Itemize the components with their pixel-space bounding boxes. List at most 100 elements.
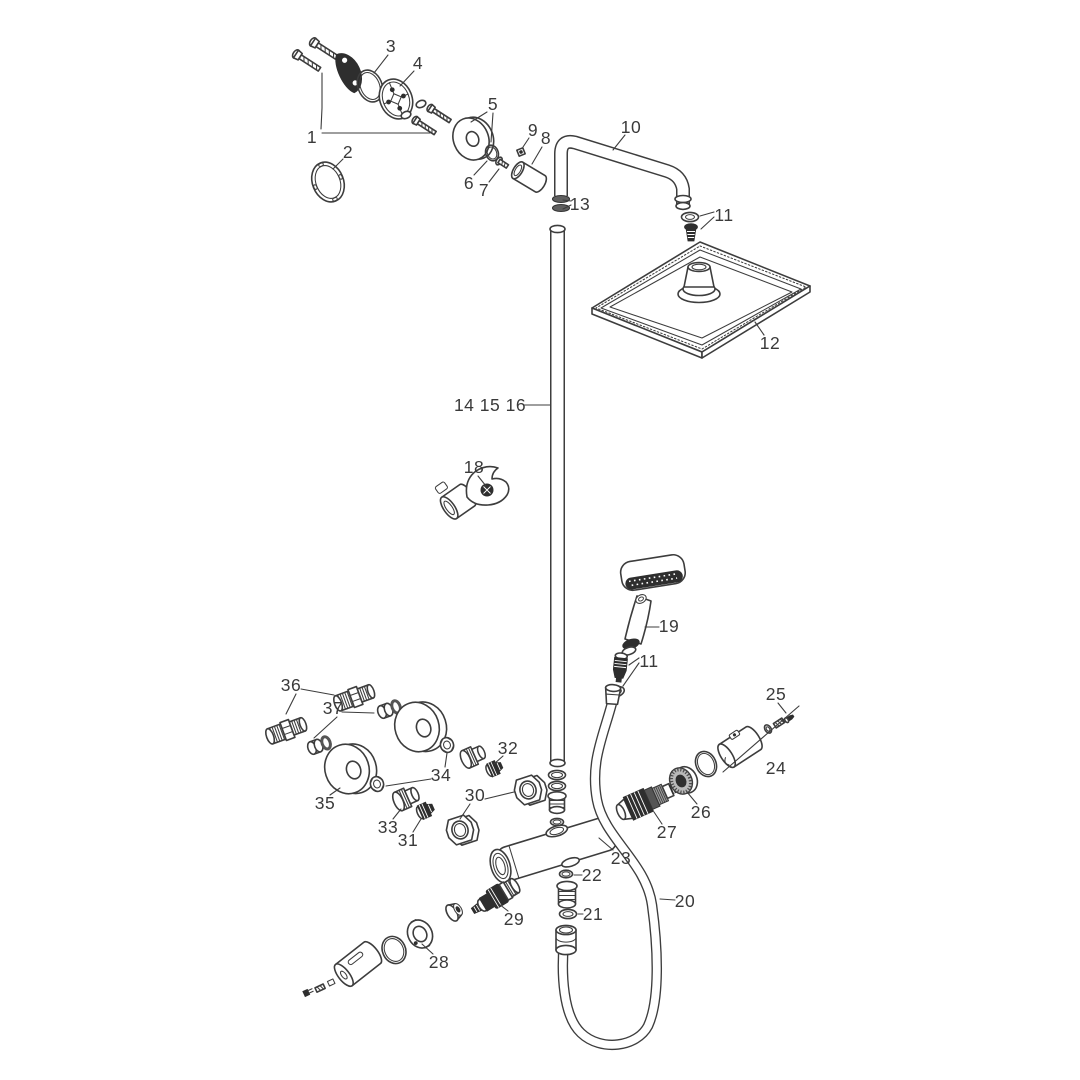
- leader-line: [490, 112, 494, 143]
- part-number: 13: [570, 194, 590, 214]
- pipe-seal-rings-13: [547, 769, 567, 792]
- shower-hose-20: [557, 701, 662, 1051]
- part-label-18: 18: [464, 457, 487, 487]
- leader-line: [722, 705, 800, 773]
- leader-line: [473, 160, 488, 176]
- riser-pipe: [549, 224, 566, 768]
- mounting-screws: [291, 37, 339, 72]
- part-label-9: 9: [522, 120, 538, 148]
- shower-arm-10: [554, 134, 692, 211]
- leader-line: [444, 752, 448, 768]
- control-cartridge-29: [470, 877, 521, 914]
- part-number: 2: [343, 142, 353, 162]
- part-label-10: 10: [612, 117, 641, 151]
- part-label-3: 3: [373, 36, 396, 74]
- adapter-28: [406, 918, 434, 949]
- escutcheon-5: [452, 116, 495, 161]
- arm-washer-11: [680, 211, 700, 223]
- leader-line: [459, 803, 471, 820]
- leader-line: [777, 702, 787, 714]
- leader-line: [285, 693, 297, 715]
- leader-line: [373, 54, 389, 74]
- part-number: 35: [315, 793, 335, 813]
- part-number: 29: [504, 909, 524, 929]
- leader-line: [531, 146, 543, 165]
- part-label-32: 32: [493, 738, 518, 765]
- leader-line: [498, 903, 509, 912]
- hose-end-fitting: [555, 924, 577, 956]
- leader-line: [385, 778, 432, 787]
- hose-union-connector: [556, 880, 578, 909]
- part-number: 22: [582, 865, 602, 885]
- part-number: 28: [429, 952, 449, 972]
- part-number: 7: [479, 180, 489, 200]
- leader-line: [470, 111, 488, 123]
- adapter-32: [459, 745, 487, 769]
- part-label-2: 2: [332, 142, 353, 170]
- o-ring-28: [381, 935, 407, 965]
- leader-line: [562, 204, 572, 210]
- part-number: 25: [766, 684, 786, 704]
- part-number: 10: [621, 117, 641, 137]
- part-label-29: 29: [498, 903, 524, 929]
- part-label-7: 7: [479, 168, 500, 200]
- thermostat-cartridge-27: [615, 782, 680, 821]
- part-label-25: 25: [766, 684, 787, 714]
- leader-line: [522, 137, 530, 148]
- part-label-4: 4: [399, 53, 423, 87]
- part-label-8: 8: [531, 128, 551, 165]
- part-label-11: 11: [699, 205, 733, 230]
- leader-line: [653, 811, 663, 825]
- overhead-shower-12: [591, 241, 811, 359]
- part-number: 33: [378, 817, 398, 837]
- wall-bracket-plate: [335, 53, 362, 94]
- part-number: 8: [541, 128, 551, 148]
- part-number: 6: [464, 173, 474, 193]
- scale-ring-26: [668, 765, 699, 795]
- check-valve-32: [485, 760, 504, 778]
- leader-line: [628, 657, 640, 666]
- grub-screw-7: [495, 156, 510, 169]
- leader-line: [332, 158, 344, 170]
- part-label-1: 1: [307, 72, 431, 147]
- leader-line: [329, 787, 341, 796]
- part-number: 31: [398, 830, 418, 850]
- part-label-24: 24: [722, 705, 800, 778]
- o-ring-24: [694, 750, 718, 778]
- nut-34-lower: [369, 775, 385, 793]
- hose-nipple: [604, 683, 622, 706]
- part-label-28: 28: [421, 943, 449, 972]
- leader-line: [659, 898, 676, 901]
- part-label-5: 5: [470, 94, 498, 143]
- union-nut-30-b: [445, 814, 480, 846]
- arm-seal-rings-13: [551, 194, 571, 213]
- leader-line: [320, 72, 323, 130]
- part-number: 11: [639, 651, 658, 671]
- part-number: 24: [766, 758, 786, 778]
- head-connector: [677, 261, 721, 304]
- leader-line: [493, 755, 504, 765]
- part-number: 21: [583, 904, 603, 924]
- handle-sleeve-28: [333, 940, 383, 988]
- leader-line: [622, 662, 640, 687]
- nut-34-upper: [439, 736, 455, 754]
- part-label-31: 31: [398, 818, 422, 850]
- o-ring-3: [356, 69, 384, 103]
- part-label-20: 20: [659, 891, 695, 911]
- part-number: 37: [323, 698, 343, 718]
- pipe-connector-17: [547, 791, 567, 815]
- part-label-23: 23: [598, 837, 631, 868]
- check-valve-31: [415, 801, 435, 821]
- seal-set-37-lower: [306, 735, 332, 756]
- adapter-33: [391, 786, 420, 812]
- leader-line: [341, 711, 375, 714]
- washer-21: [558, 908, 578, 920]
- carrier-disc-4: [378, 78, 414, 120]
- leader-line: [754, 321, 765, 336]
- s-union-36-upper: [332, 683, 376, 712]
- part-number: 14 15 16: [454, 395, 526, 415]
- part-label-33: 33: [378, 808, 402, 837]
- part-label-30: 30: [459, 785, 515, 820]
